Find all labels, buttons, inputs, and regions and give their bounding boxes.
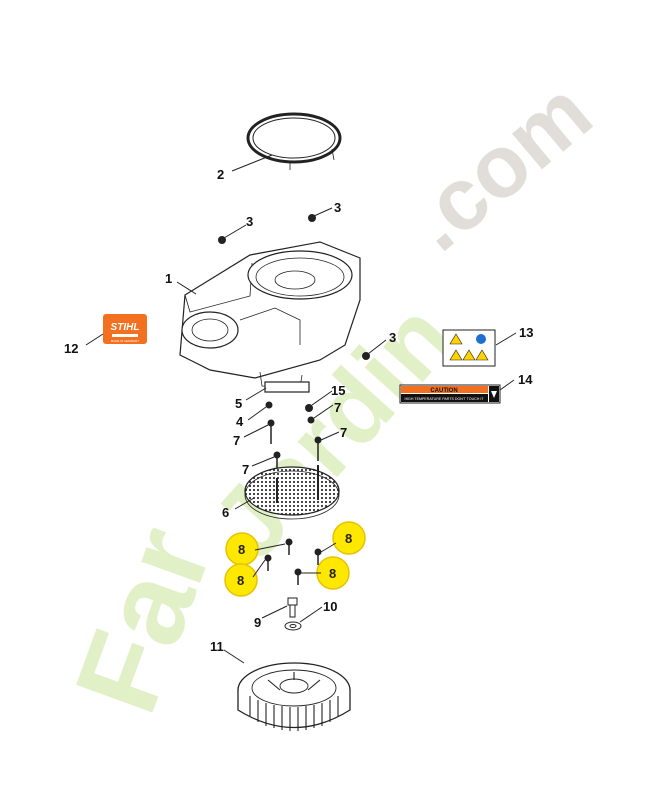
callout-7-b: 7 [233,433,240,448]
caution-label: CAUTION HIGH TEMPERATURE PARTS DON'T TOU… [399,384,501,404]
warning-label [442,329,496,367]
watermark-text-far: Far [50,511,237,729]
part-fan-housing [179,241,361,393]
stihl-logo-text: STIHL [111,322,140,333]
stihl-logo: STIHL MADE IN GERMANY [103,314,147,344]
watermark: Far Jardin .com [50,62,609,729]
callout-8-c: 8 [237,573,244,588]
watermark-text-com: .com [389,62,610,270]
callout-7-d: 7 [242,462,249,477]
leader-lines [85,154,517,664]
part-washer [284,621,302,631]
highlight-markers [224,521,366,597]
callout-5: 5 [235,396,242,411]
callout-14: 14 [518,372,533,387]
callout-3-left: 3 [246,214,253,229]
callout-3-top: 3 [334,200,341,215]
callout-12: 12 [64,341,78,356]
screw-8-group [264,538,322,585]
callout-3-right: 3 [389,330,396,345]
caution-label-text: HIGH TEMPERATURE PARTS DON'T TOUCH IT [404,397,484,401]
callout-8-a: 8 [345,531,352,546]
stihl-logo-sub: MADE IN GERMANY [111,339,140,343]
part-ring [246,112,342,170]
callout-15: 15 [331,383,345,398]
part-flywheel [237,662,351,731]
callout-1: 1 [165,271,172,286]
callout-13: 13 [519,325,533,340]
callout-2: 2 [217,167,224,182]
part-screen-disc [244,465,340,520]
callout-numbers: 2 3 3 3 1 12 13 14 5 4 15 7 7 7 7 6 8 8 … [64,167,533,654]
callout-7-a: 7 [334,400,341,415]
callout-8-b: 8 [238,542,245,557]
callout-9: 9 [254,615,261,630]
callout-7-c: 7 [340,425,347,440]
caution-label-title: CAUTION [430,388,457,394]
part-bolt [287,597,298,618]
callout-10: 10 [323,599,337,614]
callout-4: 4 [236,414,244,429]
callout-8-d: 8 [329,566,336,581]
callout-11: 11 [210,639,224,654]
screw-row [265,401,322,476]
callout-6: 6 [222,505,229,520]
